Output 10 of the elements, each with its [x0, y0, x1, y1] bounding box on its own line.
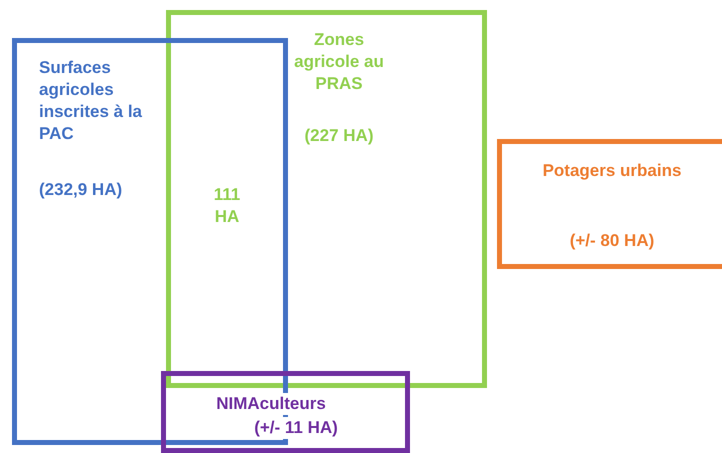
region-rectangle [497, 139, 722, 269]
region-rectangle [166, 10, 487, 388]
region-title: Potagers urbains [542, 160, 682, 182]
region-title: Surfaces agricoles inscrites à la PAC [39, 57, 144, 145]
region-title: Zones agricole au PRAS [293, 29, 385, 95]
area-value: (227 HA) [304, 125, 374, 147]
overlap-value: 111 HA [212, 184, 242, 228]
region-rectangle [161, 371, 410, 453]
area-value: (232,9 HA) [39, 179, 124, 201]
area-value: (+/- 80 HA) [568, 230, 656, 252]
